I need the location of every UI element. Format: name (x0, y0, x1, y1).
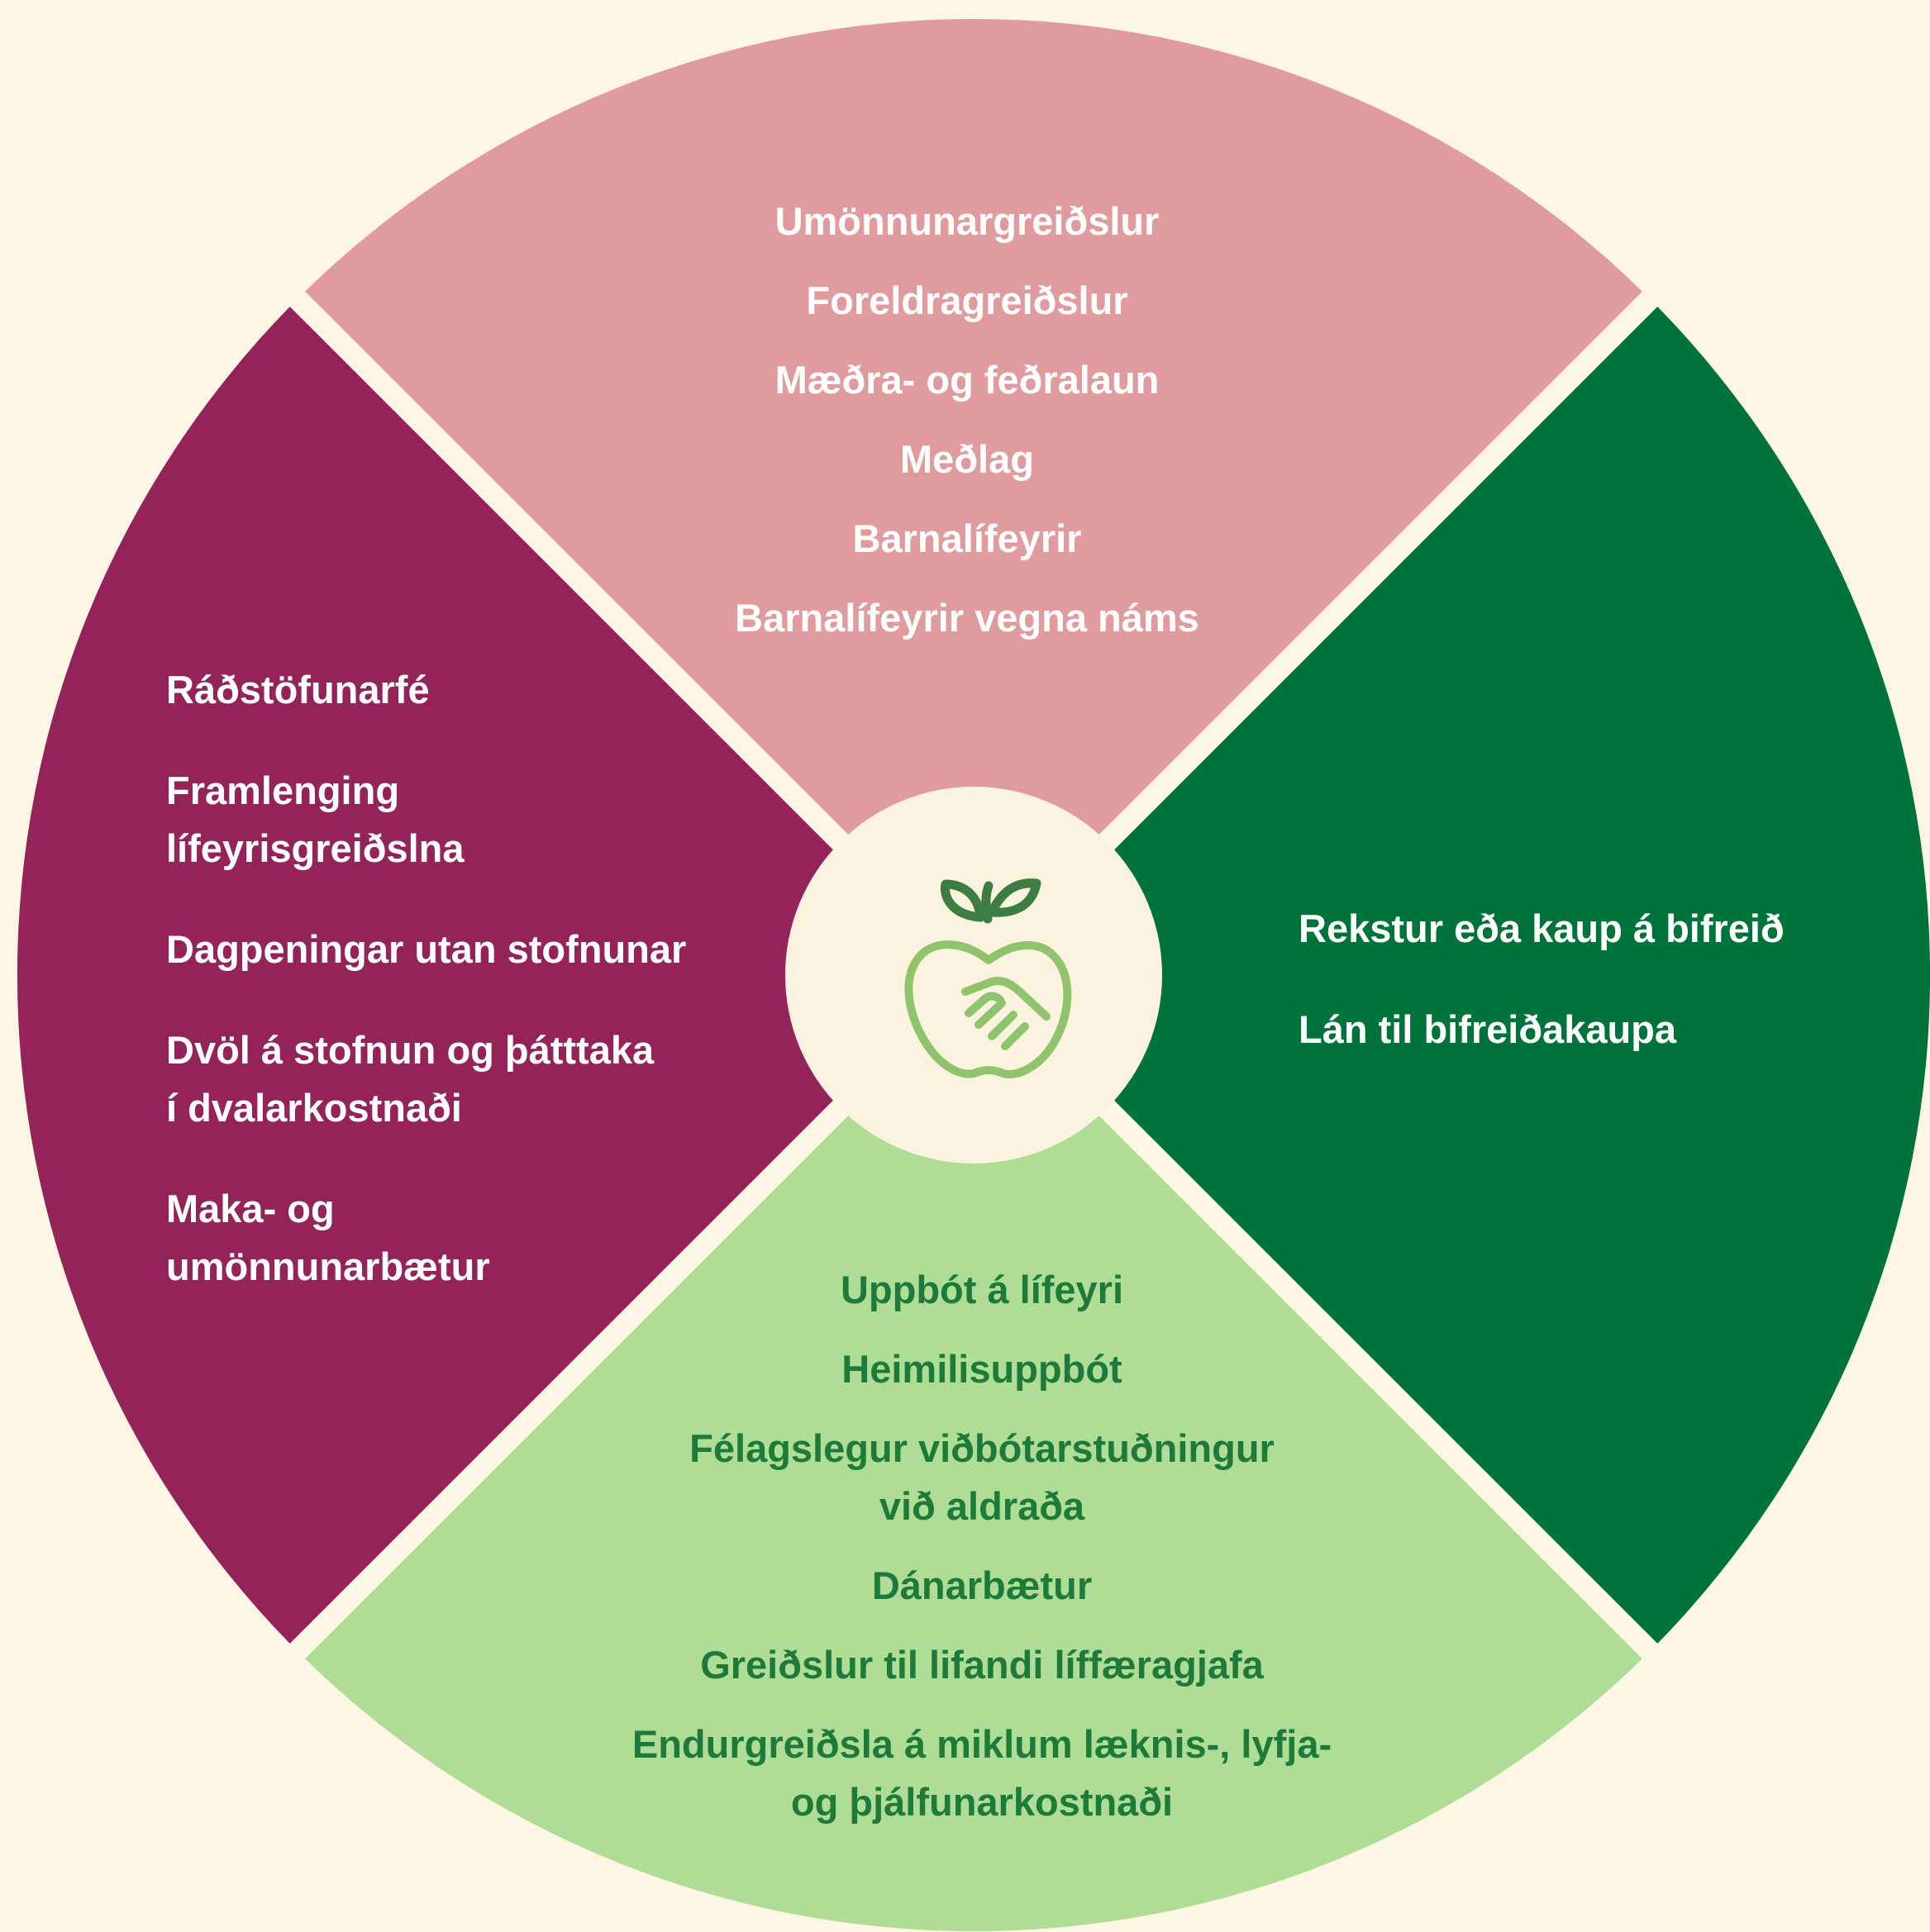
segment-left (17, 307, 959, 1644)
list-item: Mæðra- og feðralaun (774, 358, 1160, 402)
list-item: Endurgreiðsla á miklum læknis-, lyfja-og… (631, 1722, 1332, 1824)
apple-handshake-icon (904, 878, 1072, 1078)
list-item: Rekstur eða kaup á bifreið (1299, 907, 1785, 950)
bottom-segment-list: Uppbót á lífeyri Heimilisuppbót Félagsle… (552, 1261, 1412, 1853)
list-item: Dagpeningar utan stofnunar (166, 927, 687, 971)
list-item: Umönnunargreiðslur (774, 199, 1160, 243)
segment-bottom (305, 990, 1642, 1932)
list-item: Uppbót á lífeyri (840, 1268, 1124, 1311)
list-item: Ráðstöfunarfé (166, 668, 430, 711)
center-hub (785, 787, 1162, 1163)
segment-top (305, 18, 1642, 960)
list-item: Foreldragreiðslur (806, 278, 1128, 322)
segment-right (989, 307, 1930, 1644)
list-item: Meðlag (900, 437, 1034, 481)
right-segment-list: Rekstur eða kaup á bifreið Lán til bifre… (1299, 900, 1894, 1102)
list-item: Dánarbætur (871, 1563, 1093, 1607)
list-item: Greiðslur til lifandi líffæragjafa (700, 1643, 1264, 1687)
apple-outline (904, 940, 1072, 1078)
list-item: Barnalífeyrir vegna náms (735, 596, 1199, 640)
leaf-left-icon (940, 879, 985, 922)
top-segment-list: Umönnunargreiðslur Foreldragreiðslur Mæð… (645, 193, 1289, 669)
stem (981, 881, 994, 924)
leaf-right-icon (987, 878, 1041, 917)
list-item: Barnalífeyrir (852, 516, 1082, 560)
list-item: Lán til bifreiðakaupa (1299, 1007, 1677, 1051)
list-item: Heimilisuppbót (841, 1347, 1122, 1391)
handshake-icon (961, 977, 1051, 1050)
